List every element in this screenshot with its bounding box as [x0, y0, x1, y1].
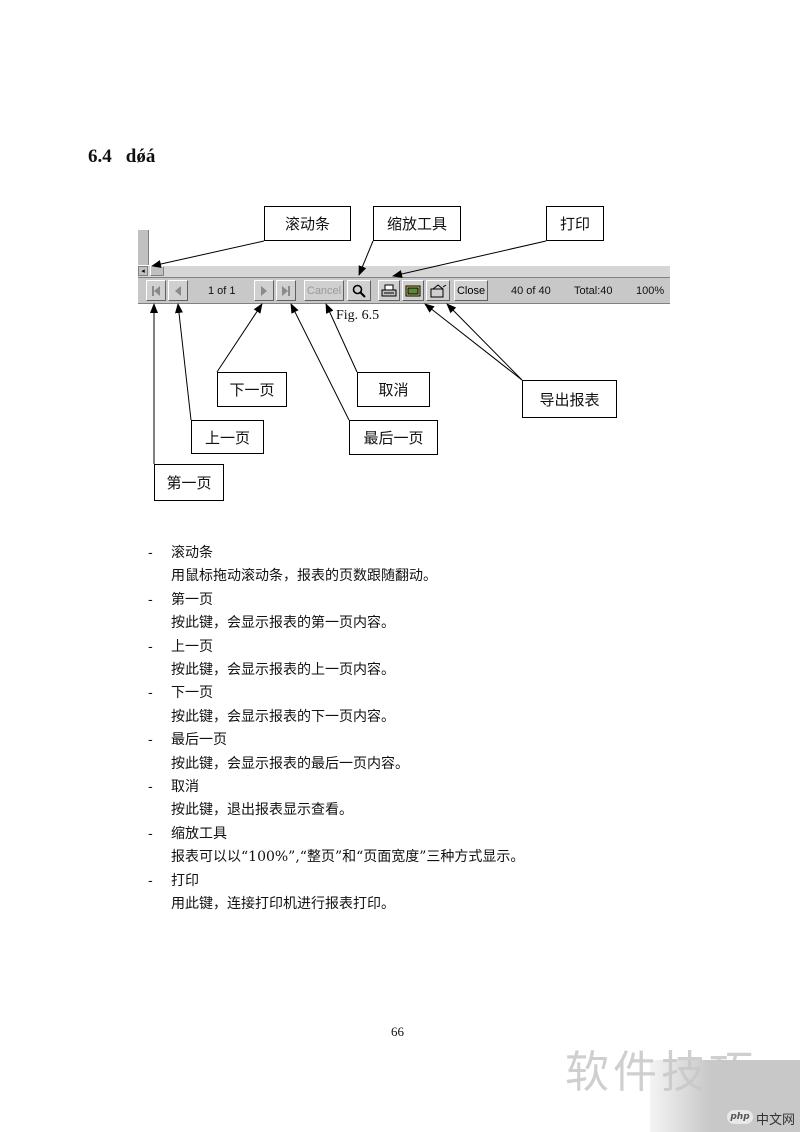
callout-leader-lines [150, 240, 547, 464]
callout-cancel: 取消 [357, 372, 430, 407]
prev-page-arrow-icon [175, 285, 181, 296]
section-heading: 6.4 dǿá [88, 146, 155, 168]
first-page-bar-icon [152, 285, 154, 296]
callout-print: 打印 [546, 206, 604, 241]
scroll-left-arrow-icon[interactable]: ◂ [138, 266, 148, 276]
callout-next-page: 下一页 [217, 372, 287, 407]
watermark-site: 中文网 [756, 1113, 796, 1128]
item-desc: 按此键，会显示报表的上一页内容。 [171, 662, 395, 679]
last-page-arrow-icon [282, 285, 288, 296]
list-item: - 滚动条 用鼠标拖动滚动条，报表的页数跟随翻动。 [148, 542, 748, 589]
first-page-arrow-icon [154, 285, 160, 296]
export-button[interactable] [402, 280, 424, 301]
cancel-button[interactable]: Cancel [304, 280, 344, 301]
print-button[interactable] [378, 280, 400, 301]
printer-icon [381, 284, 397, 296]
export-report-icon [430, 283, 447, 297]
list-dash: - [148, 872, 153, 889]
list-item: - 下一页 按此键，会显示报表的下一页内容。 [148, 682, 748, 729]
callout-export-report: 导出报表 [522, 380, 617, 418]
close-button[interactable]: Close [454, 280, 488, 301]
item-desc: 按此键，会显示报表的最后一页内容。 [171, 755, 409, 772]
item-title: 第一页 [171, 591, 213, 608]
page-indicator: 1 of 1 [208, 285, 236, 297]
item-desc: 按此键，退出报表显示查看。 [171, 802, 353, 819]
next-page-button[interactable] [254, 280, 274, 301]
list-item: - 上一页 按此键，会显示报表的上一页内容。 [148, 636, 748, 683]
item-title: 滚动条 [171, 545, 213, 561]
report-toolbar: 1 of 1 Cancel Close 40 of 40 Total:40 10… [138, 277, 670, 304]
list-dash: - [148, 779, 153, 796]
zoom-level: 100% [636, 285, 665, 297]
callout-zoom-tool: 缩放工具 [373, 206, 461, 241]
item-title: 上一页 [171, 638, 213, 655]
item-title: 缩放工具 [171, 825, 227, 842]
list-item: - 最后一页 按此键，会显示报表的最后一页内容。 [148, 729, 748, 776]
item-title: 打印 [171, 872, 199, 889]
callout-scrollbar: 滚动条 [264, 206, 351, 241]
last-page-button[interactable] [276, 280, 296, 301]
watermark-badge [650, 1060, 800, 1132]
list-item: - 缩放工具 报表可以以“100%”,“整页”和“页面宽度”三种方式显示。 [148, 823, 748, 870]
vertical-scrollbar[interactable] [138, 230, 149, 276]
list-dash: - [148, 638, 153, 655]
figure-6-5: ◂ 1 of 1 Cancel Close 40 of 40 T [0, 0, 800, 520]
item-title: 最后一页 [171, 732, 227, 749]
list-dash: - [148, 732, 153, 749]
last-page-bar-icon [288, 285, 290, 296]
item-desc: 按此键，会显示报表的第一页内容。 [171, 615, 395, 632]
callout-prev-page: 上一页 [191, 420, 264, 454]
callout-first-page: 第一页 [154, 464, 224, 501]
list-dash: - [148, 685, 153, 702]
total-count: Total:40 [574, 285, 613, 297]
record-count: 40 of 40 [511, 285, 551, 297]
magnifier-icon [352, 284, 366, 298]
list-dash: - [148, 591, 153, 608]
next-page-arrow-icon [261, 285, 267, 296]
item-desc: 按此键，会显示报表的下一页内容。 [171, 708, 395, 725]
php-logo-icon: php [727, 1110, 753, 1124]
section-number: 6.4 [88, 146, 112, 167]
section-title: dǿá [125, 146, 156, 167]
feature-list: - 滚动条 用鼠标拖动滚动条，报表的页数跟随翻动。 - 第一页 按此键，会显示报… [148, 542, 748, 917]
item-desc: 用此键，连接打印机进行报表打印。 [171, 896, 395, 913]
item-desc: 报表可以以“100%”,“整页”和“页面宽度”三种方式显示。 [171, 849, 525, 866]
prev-page-button[interactable] [168, 280, 188, 301]
list-item: - 取消 按此键，退出报表显示查看。 [148, 776, 748, 823]
list-item: - 第一页 按此键，会显示报表的第一页内容。 [148, 589, 748, 636]
first-page-button[interactable] [146, 280, 166, 301]
callout-last-page: 最后一页 [349, 420, 438, 455]
export-icon [405, 285, 421, 296]
list-dash: - [148, 545, 153, 561]
item-title: 下一页 [171, 685, 213, 702]
list-item: - 打印 用此键，连接打印机进行报表打印。 [148, 870, 748, 917]
export-report-button[interactable] [426, 280, 450, 301]
item-title: 取消 [171, 779, 199, 796]
item-desc: 用鼠标拖动滚动条，报表的页数跟随翻动。 [171, 568, 437, 585]
figure-caption: Fig. 6.5 [336, 308, 380, 323]
zoom-button[interactable] [347, 280, 371, 301]
page-number: 66 [391, 1024, 404, 1039]
list-dash: - [148, 825, 153, 842]
